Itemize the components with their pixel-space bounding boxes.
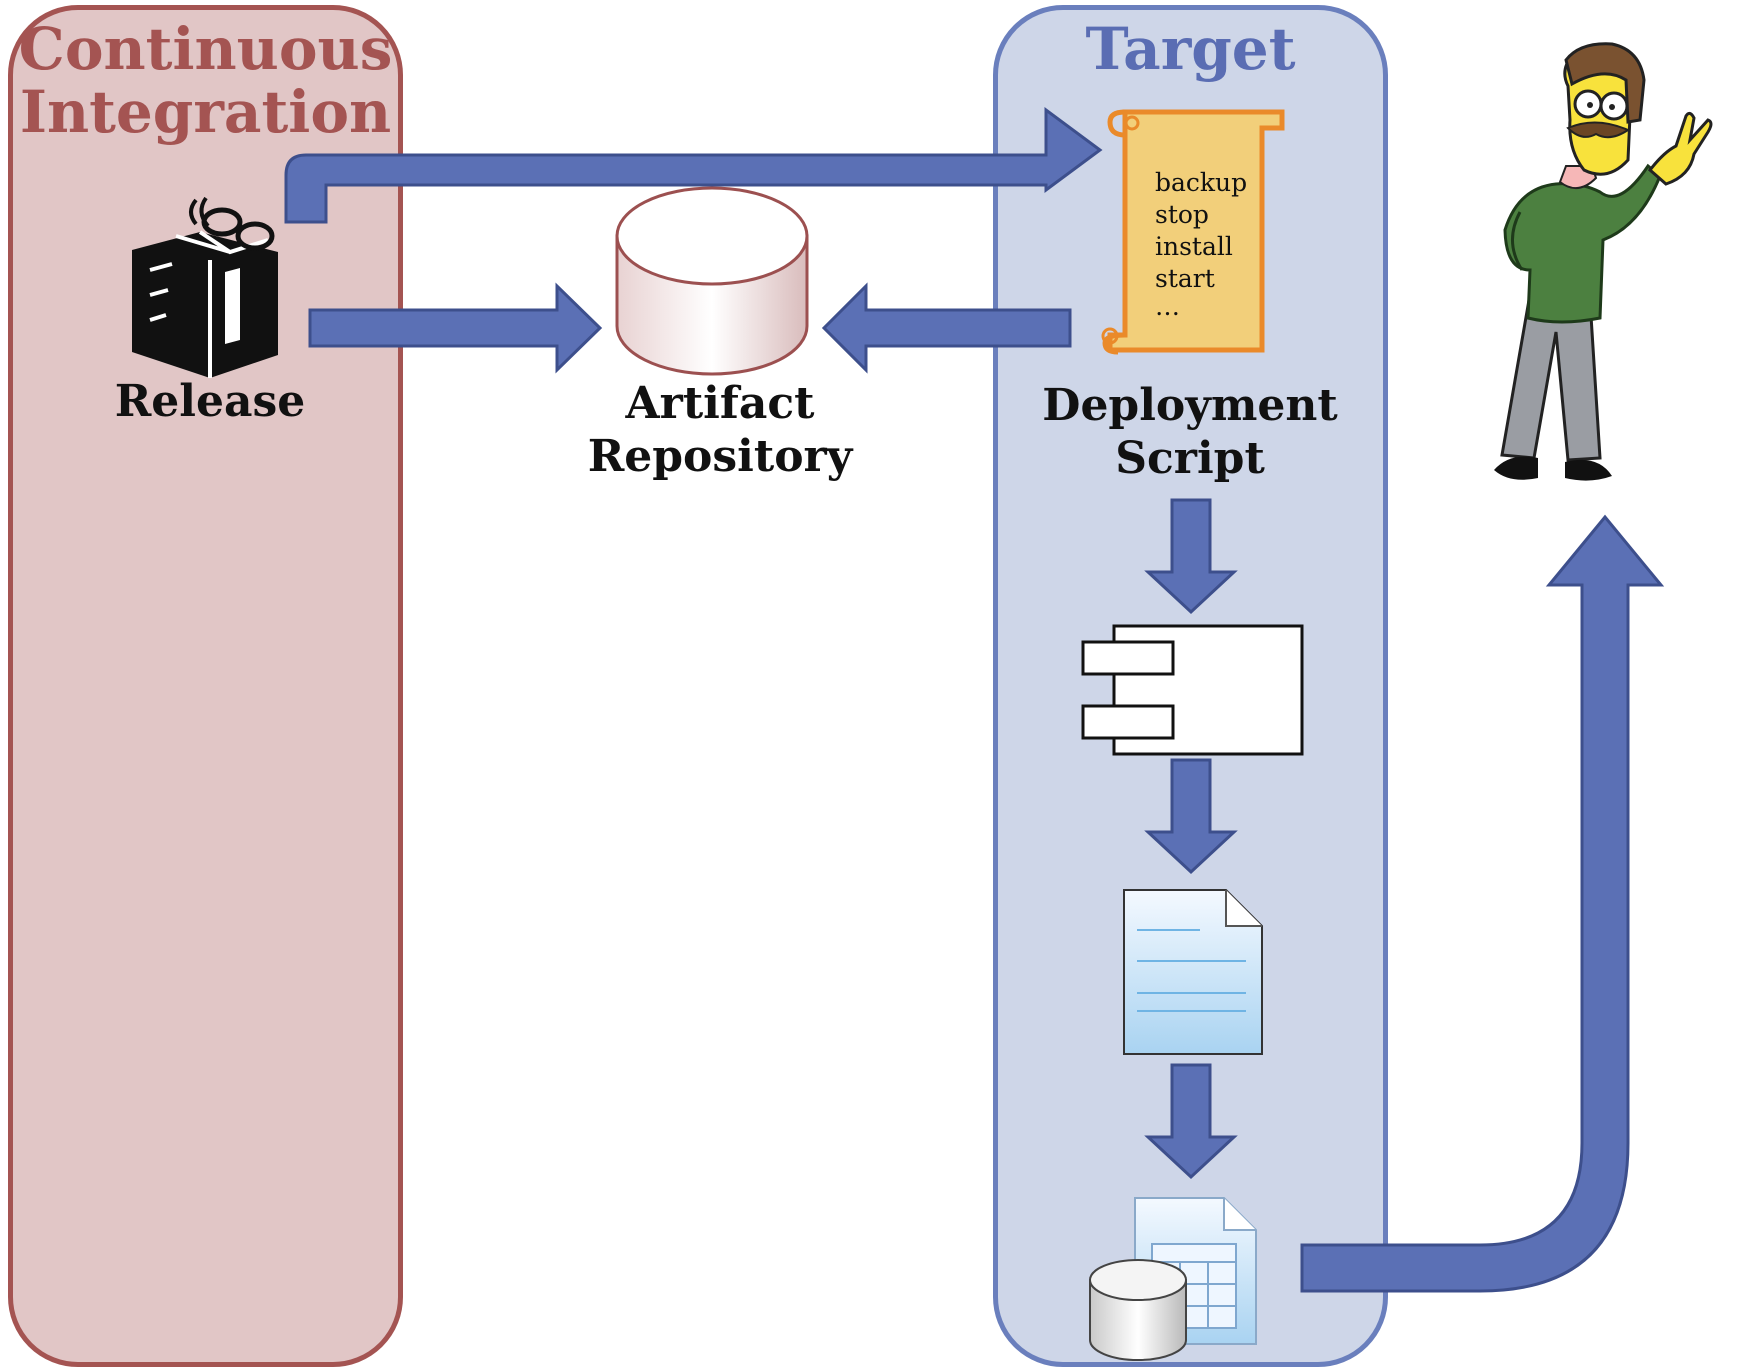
database-cylinder-icon	[615, 186, 809, 376]
database-table-icon	[1089, 1197, 1257, 1361]
document-icon	[1123, 889, 1263, 1055]
target-title: Target	[1085, 15, 1296, 83]
arrow-release-to-repository	[308, 282, 603, 374]
continuous-integration-title: Continuous Integration	[18, 15, 393, 146]
arrow-component-to-file	[1144, 758, 1238, 875]
arrow-file-to-database	[1144, 1063, 1238, 1180]
release-label: Release	[114, 376, 306, 427]
arrow-database-to-user	[1300, 514, 1665, 1293]
script-line-4: start	[1155, 264, 1215, 293]
arrow-script-to-repository	[821, 282, 1072, 374]
deployment-script-label: Deployment Script	[1042, 380, 1338, 484]
waving-cartoon-man-icon	[1494, 42, 1713, 481]
arrow-release-to-script	[284, 107, 1103, 224]
gift-box-icon	[132, 196, 278, 378]
script-line-2: stop	[1155, 200, 1209, 229]
script-line-3: install	[1155, 232, 1233, 261]
arrow-script-to-component	[1144, 498, 1238, 615]
script-line-1: backup	[1155, 168, 1247, 197]
script-line-5: …	[1155, 292, 1180, 321]
continuous-integration-lane	[8, 5, 403, 1367]
scroll-icon: backup stop install start …	[1101, 109, 1285, 355]
artifact-repository-label: Artifact Repository	[587, 378, 853, 482]
uml-component-icon	[1081, 624, 1304, 756]
